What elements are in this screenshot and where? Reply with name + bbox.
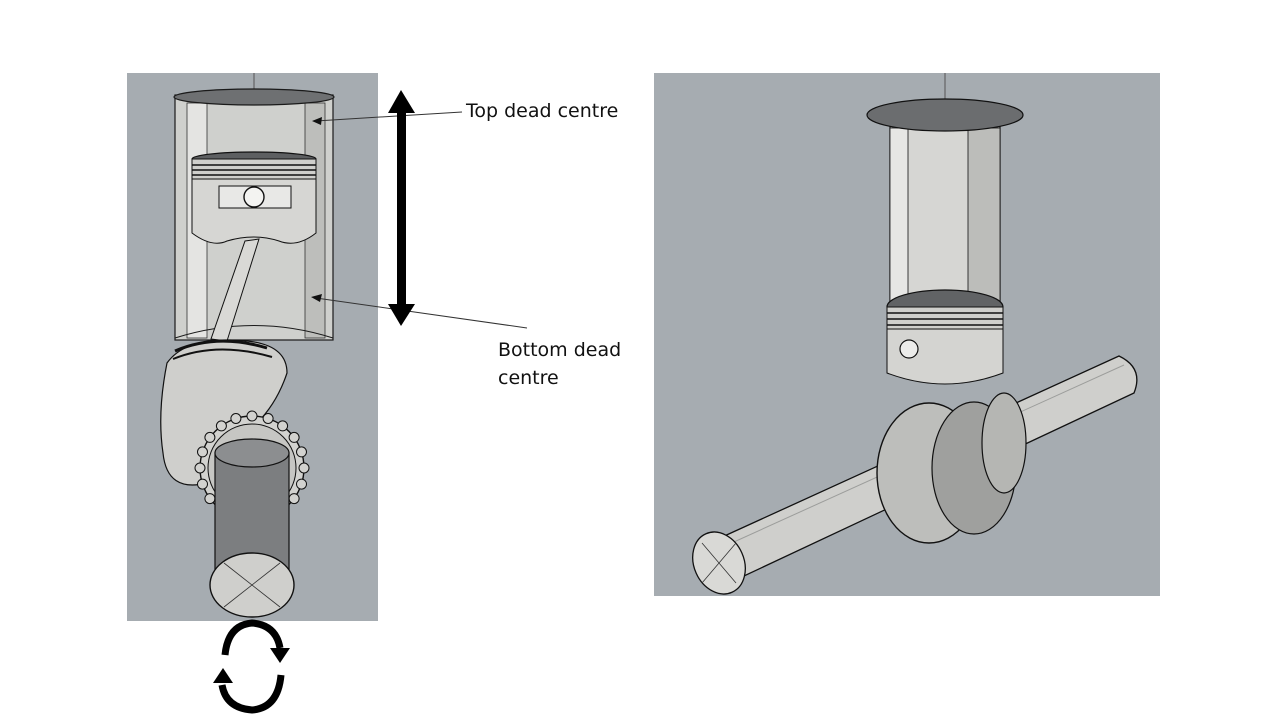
gear-tooth: [262, 413, 274, 424]
gear-tooth: [296, 478, 307, 490]
bottom-dead-centre-leader-line: [315, 297, 528, 329]
top-dead-centre-label: Top dead centre: [466, 100, 619, 122]
gear-tooth: [197, 478, 208, 490]
gear-tooth: [288, 431, 300, 443]
gear-tooth: [230, 413, 242, 424]
gear-tooth: [298, 462, 310, 474]
left-viewport-piston-side-view: [127, 73, 378, 621]
gear-tooth: [215, 420, 227, 432]
bottom-dead-centre-label: Bottom dead centre: [498, 339, 622, 389]
double-headed-vertical-arrow-icon: [388, 90, 415, 326]
top-dead-centre-leader-line: [315, 111, 463, 122]
rotation-arrows-icon: [218, 619, 285, 714]
gear-tooth: [197, 446, 208, 458]
gear-tooth: [277, 420, 289, 432]
gear-tooth: [204, 431, 216, 443]
gear-tooth: [246, 410, 258, 422]
piston-assembly-side-drawing: [160, 73, 335, 618]
gear-tooth: [194, 462, 206, 474]
gear-tooth: [296, 446, 307, 458]
piston-assembly-isometric-drawing: [692, 73, 1138, 595]
right-viewport-isometric-view: [654, 73, 1160, 596]
